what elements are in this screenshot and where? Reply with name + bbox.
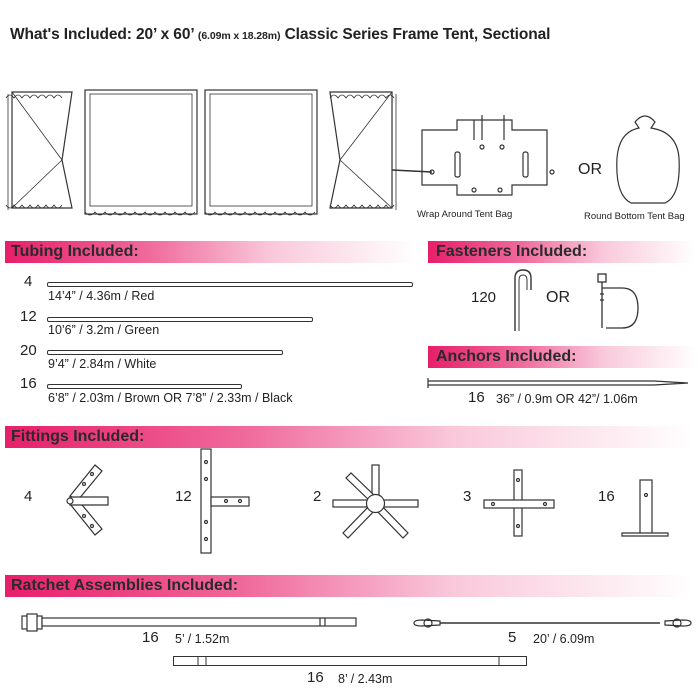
page-title: What's Included: 20’ x 60’ (6.09m x 18.2… xyxy=(10,26,550,44)
ratchet-label-3: 8’ / 2.43m xyxy=(338,672,393,686)
fasteners-header-bar xyxy=(428,241,696,263)
tubing-label-3: 9’4” / 2.84m / White xyxy=(48,357,157,371)
tubing-qty-1: 4 xyxy=(24,273,33,290)
fitting-base-plate-icon xyxy=(621,479,669,537)
ratchets-header: Ratchet Assemblies Included: xyxy=(11,577,239,594)
stake-hook-icon xyxy=(514,269,532,331)
anchors-header: Anchors Included: xyxy=(436,348,577,365)
tubing-label-4: 6’8” / 2.03m / Brown OR 7’8” / 2.33m / B… xyxy=(48,391,293,405)
anchor-stake-icon xyxy=(427,378,689,388)
tube-bar-3 xyxy=(47,350,283,355)
tubing-qty-3: 20 xyxy=(20,342,37,359)
fittings-header-bar xyxy=(5,426,695,448)
tent-panels-illustration xyxy=(5,89,397,216)
tubing-header-bar xyxy=(5,241,415,263)
ratchet-label-1: 5’ / 1.52m xyxy=(175,632,230,646)
tubing-qty-4: 16 xyxy=(20,375,37,392)
ratchet-qty-2: 5 xyxy=(508,629,517,646)
extension-tube-bar xyxy=(173,656,527,666)
tubing-qty-2: 12 xyxy=(20,308,37,325)
fitting-qty-1: 4 xyxy=(24,488,33,505)
ratchet-qty-1: 16 xyxy=(142,629,159,646)
tube-bar-4 xyxy=(47,384,242,389)
fitting-qty-4: 3 xyxy=(463,488,472,505)
title-metric: (6.09m x 18.28m) xyxy=(197,30,281,42)
fitting-three-way-icon xyxy=(66,464,109,536)
fitting-qty-5: 16 xyxy=(598,488,615,505)
title-main: What's Included: 20’ x 60’ xyxy=(10,26,194,43)
wrap-bag-label: Wrap Around Tent Bag xyxy=(417,209,513,220)
fitting-hub-icon xyxy=(332,464,419,539)
fitting-qty-2: 12 xyxy=(175,488,192,505)
tubing-label-2: 10’6” / 3.2m / Green xyxy=(48,323,160,337)
tubing-header: Tubing Included: xyxy=(11,243,139,260)
tube-bar-2 xyxy=(47,317,313,322)
ratchet-qty-3: 16 xyxy=(307,669,324,686)
fitting-qty-3: 2 xyxy=(313,488,322,505)
ratchet-strap-icon xyxy=(21,613,357,632)
fitting-tee-icon xyxy=(200,448,250,554)
anchors-header-bar xyxy=(428,346,696,368)
tubing-label-1: 14’4” / 4.36m / Red xyxy=(48,289,155,303)
fitting-cross-icon xyxy=(483,469,555,537)
cable-assembly-icon xyxy=(413,618,692,628)
ratchet-label-2: 20’ / 6.09m xyxy=(533,632,595,646)
anchors-label: 36” / 0.9m OR 42”/ 1.06m xyxy=(496,392,638,406)
bags-or-label: OR xyxy=(578,161,602,178)
ratchets-header-bar xyxy=(5,575,695,597)
fittings-header: Fittings Included: xyxy=(11,428,145,445)
title-rest: Classic Series Frame Tent, Sectional xyxy=(284,26,551,43)
round-bag-label: Round Bottom Tent Bag xyxy=(584,211,685,222)
wrap-around-bag-icon xyxy=(391,115,555,196)
pin-clip-icon xyxy=(597,273,639,329)
fasteners-qty: 120 xyxy=(471,289,497,306)
anchors-qty: 16 xyxy=(468,389,485,406)
extension-tube-marks xyxy=(197,657,500,665)
fasteners-or-label: OR xyxy=(546,289,570,306)
round-bottom-bag-icon xyxy=(616,115,680,204)
fasteners-header: Fasteners Included: xyxy=(436,243,588,260)
tube-bar-1 xyxy=(47,282,413,287)
